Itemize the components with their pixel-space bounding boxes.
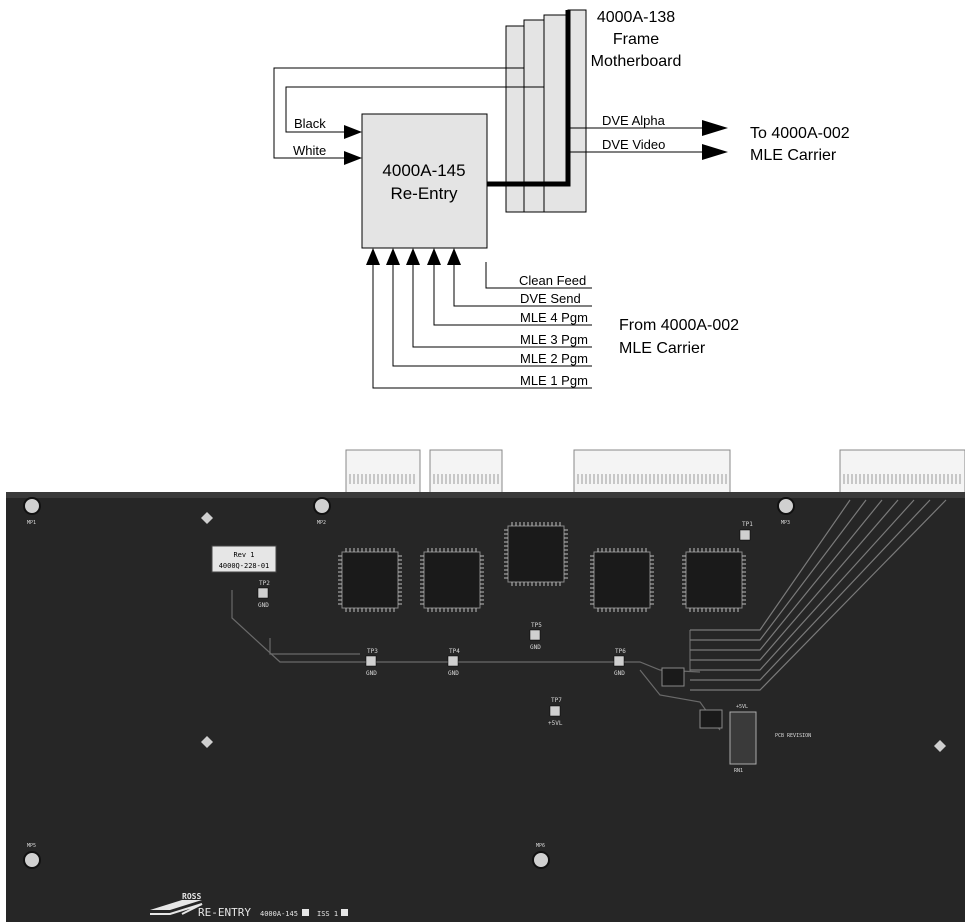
input-label-white: White xyxy=(293,143,326,158)
tp3-label: TP3 xyxy=(367,648,378,655)
black-arrow-icon xyxy=(344,125,362,139)
output-label-dve-alpha: DVE Alpha xyxy=(602,113,666,128)
mp2-label: MP2 xyxy=(317,520,326,526)
dve-alpha-arrow-icon xyxy=(702,120,728,136)
tp2-gnd-label: GND xyxy=(258,602,269,609)
pcb-revision-block xyxy=(730,712,756,764)
board-part-number: 4000A-145 xyxy=(260,910,298,918)
input-source-line1: From 4000A-002 xyxy=(619,317,739,334)
tp1-label: TP1 xyxy=(742,521,753,528)
dve-video-arrow-icon xyxy=(702,144,728,160)
tp3-gnd-label: GND xyxy=(366,670,377,677)
chip-rev-label: Rev 1 xyxy=(233,551,254,559)
mle1-arrow-icon xyxy=(366,248,380,265)
input-label-mle4: MLE 4 Pgm xyxy=(520,310,588,325)
board-title: RE-ENTRY xyxy=(198,906,251,919)
part-number-checkbox xyxy=(302,909,309,916)
board-issue: ISS 1 xyxy=(317,910,338,918)
pcb-photo: Rev 1 4000Q-228-01 TP1 TP2 TP3 TP4 TP5 T… xyxy=(0,440,965,922)
mp1-label: MP1 xyxy=(27,520,36,526)
bottom-input-arrows xyxy=(366,248,461,265)
tp4-label: TP4 xyxy=(449,648,460,655)
input-label-mle3: MLE 3 Pgm xyxy=(520,332,588,347)
motherboard-label-3: Motherboard xyxy=(591,53,682,70)
mp6-label: MP6 xyxy=(536,843,545,849)
mle4-arrow-icon xyxy=(427,248,441,265)
tp2-label: TP2 xyxy=(259,580,270,587)
mle2-arrow-icon xyxy=(386,248,400,265)
motherboard-label-2: Frame xyxy=(613,31,659,48)
reentry-box-subtitle: Re-Entry xyxy=(390,184,458,203)
mp5-label: MP5 xyxy=(27,843,36,849)
chip-part-label: 4000Q-228-01 xyxy=(219,562,270,570)
tp6-label: TP6 xyxy=(615,648,626,655)
tp5-gnd-label: GND xyxy=(530,644,541,651)
block-diagram: Black White 4000A-145 Re-Entry 4000A-138… xyxy=(0,0,965,400)
tp7-label: TP7 xyxy=(551,697,562,704)
mp3-label: MP3 xyxy=(781,520,790,526)
resistor-network-label: RN1 xyxy=(734,768,743,774)
input-label-clean-feed: Clean Feed xyxy=(519,273,586,288)
mle3-arrow-icon xyxy=(406,248,420,265)
input-label-black: Black xyxy=(294,116,326,131)
tp5-label: TP5 xyxy=(531,622,542,629)
input-label-mle2: MLE 2 Pgm xyxy=(520,351,588,366)
supply-label: +5VL xyxy=(736,704,748,710)
pcb-revision-label: PCB REVISION xyxy=(775,733,811,739)
tp4-gnd-label: GND xyxy=(448,670,459,677)
input-label-mle1: MLE 1 Pgm xyxy=(520,373,588,388)
output-dest-line2: MLE Carrier xyxy=(750,147,837,164)
output-label-dve-video: DVE Video xyxy=(602,137,665,152)
reentry-box-title: 4000A-145 xyxy=(382,161,465,180)
output-dest-line1: To 4000A-002 xyxy=(750,125,850,142)
logo-text: ROSS xyxy=(182,892,201,901)
issue-checkbox xyxy=(341,909,348,916)
dve-send-arrow-icon xyxy=(447,248,461,265)
white-arrow-icon xyxy=(344,151,362,165)
input-label-dve-send: DVE Send xyxy=(520,291,581,306)
motherboard-label-1: 4000A-138 xyxy=(597,9,675,26)
reentry-box xyxy=(362,114,487,248)
input-source-line2: MLE Carrier xyxy=(619,340,706,357)
pcb-board xyxy=(6,492,965,922)
tp7-supply-label: +5VL xyxy=(548,720,563,727)
tp6-gnd-label: GND xyxy=(614,670,625,677)
